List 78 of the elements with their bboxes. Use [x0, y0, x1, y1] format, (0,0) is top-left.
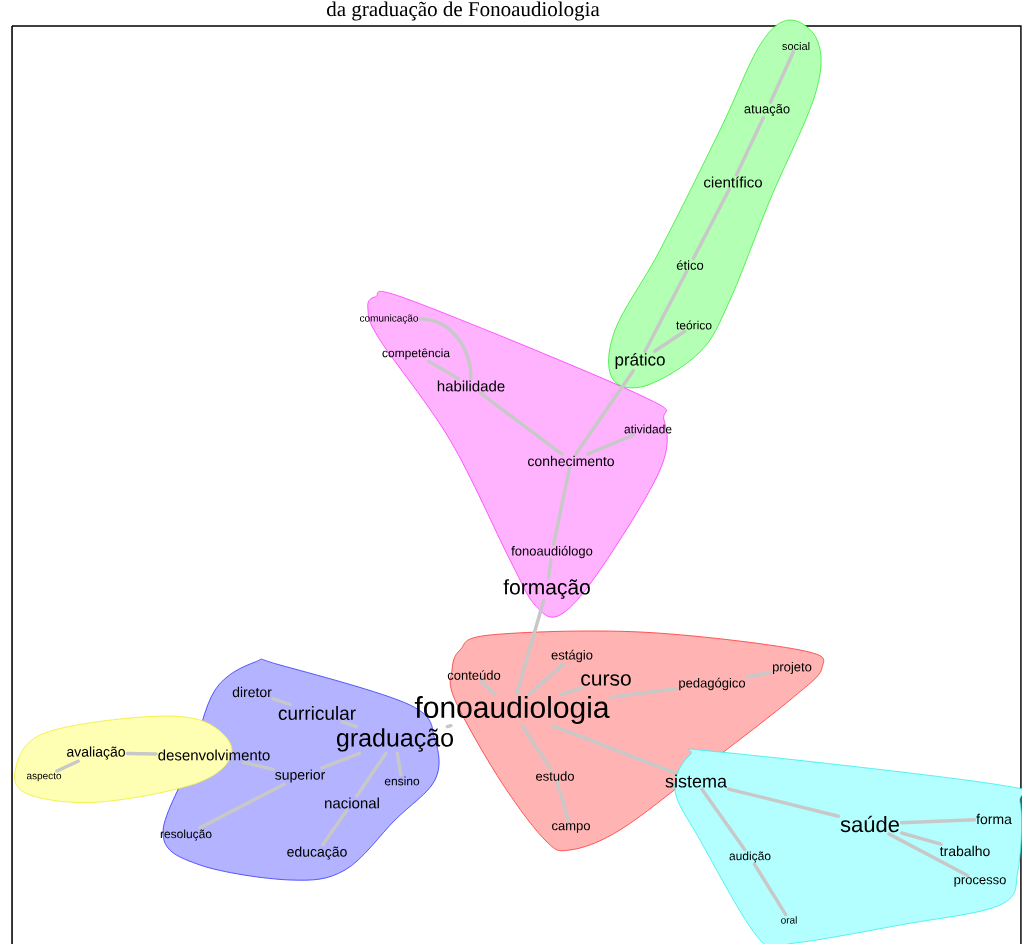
word-label: ético — [676, 260, 704, 270]
word-label: resolução — [160, 829, 212, 841]
word-label: prático — [615, 353, 665, 369]
word-label: fonoaudiólogo — [511, 545, 593, 559]
word-label: atividade — [624, 424, 672, 434]
connector-line — [319, 751, 362, 770]
word-label: sistema — [665, 774, 727, 788]
connector-line — [551, 466, 572, 546]
word-label: conhecimento — [528, 455, 614, 467]
connector-line — [691, 187, 731, 261]
connector-line — [899, 831, 943, 846]
connector-line — [445, 723, 453, 729]
word-label: saúde — [840, 815, 899, 833]
connector-line — [355, 751, 388, 798]
word-label: estágio — [551, 649, 593, 663]
title: da graduação de Fonoaudiologia — [327, 1, 600, 21]
word-label: nacional — [325, 797, 379, 809]
connector-line — [745, 670, 773, 679]
connector-line — [514, 598, 546, 697]
connector-line — [585, 433, 636, 456]
word-label: aspecto — [26, 772, 62, 782]
word-label: conteúdo — [447, 670, 501, 680]
connector-line — [574, 368, 636, 456]
connector-line — [340, 719, 359, 729]
connector-line — [125, 751, 158, 756]
connector-line — [527, 662, 566, 697]
connector-line — [55, 759, 80, 773]
word-label: habilidade — [437, 380, 505, 392]
word-label: avaliação — [67, 746, 125, 760]
connector-line — [768, 50, 796, 104]
connector-line — [418, 317, 473, 381]
connector-line — [271, 697, 292, 707]
word-label: fonoaudiologia — [414, 696, 610, 724]
word-label: comunicação — [359, 314, 419, 324]
connector-line — [643, 269, 689, 353]
connector-line — [899, 818, 977, 825]
word-label: audição — [729, 851, 771, 863]
word-label: forma — [976, 813, 1012, 825]
connector-line — [241, 760, 275, 772]
connector-line — [734, 116, 766, 177]
word-label: superior — [275, 769, 326, 783]
connector-line — [752, 862, 788, 917]
connector-line — [609, 686, 679, 699]
connector-line — [395, 751, 403, 777]
word-label: processo — [954, 877, 1006, 887]
word-label: teórico — [676, 320, 712, 330]
word-label: ensino — [384, 776, 420, 786]
word-label: graduação — [337, 728, 453, 752]
connector-line — [550, 723, 677, 775]
connector-line — [652, 329, 687, 353]
word-label: atuação — [744, 103, 790, 117]
word-label: oral — [781, 916, 797, 924]
connector-line — [520, 723, 553, 772]
connector-line — [321, 808, 349, 847]
word-label: pedagógico — [679, 677, 746, 691]
connector-line — [559, 685, 585, 697]
word-label: social — [782, 41, 810, 51]
word-label: educação — [287, 846, 347, 860]
word-label: competência — [382, 348, 450, 360]
word-label: projeto — [772, 661, 812, 675]
word-label: diretor — [232, 686, 272, 698]
word-label: estudo — [536, 771, 574, 781]
word-label: científico — [704, 176, 762, 188]
connector-line — [700, 787, 747, 852]
word-label: curso — [581, 674, 631, 686]
connector-line — [478, 391, 564, 456]
word-label: curricular — [278, 706, 356, 720]
cluster-region — [608, 19, 822, 389]
connector-line — [198, 782, 286, 830]
connector-line — [479, 679, 497, 697]
connector-line — [726, 787, 841, 818]
connector-line — [555, 780, 571, 824]
connector-line — [887, 832, 970, 878]
word-label: campo — [552, 823, 590, 833]
word-label: formação — [503, 579, 590, 599]
connector-line — [546, 558, 553, 580]
word-label: trabalho — [939, 845, 990, 857]
connector-line — [426, 359, 461, 381]
